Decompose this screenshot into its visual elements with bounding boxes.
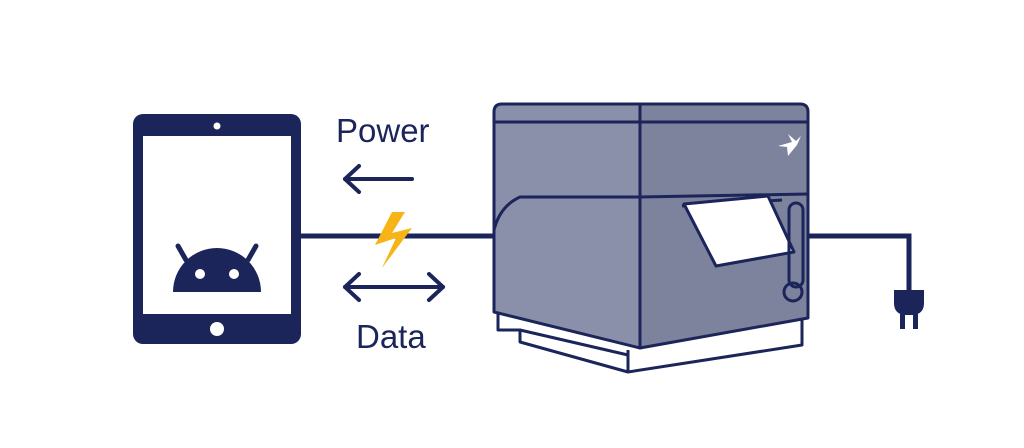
lightning-bolt-icon [375, 212, 412, 268]
tablet-camera [213, 122, 221, 130]
arrow-left-right-icon [343, 272, 445, 302]
receipt-paper [682, 194, 796, 268]
arrow-left-icon [343, 164, 414, 194]
tablet-home-button [210, 322, 224, 336]
power-plug-icon [894, 290, 924, 329]
printer-side-window [787, 201, 805, 289]
power-cord [806, 233, 912, 290]
printer-power-button [782, 281, 804, 303]
tablet-icon [133, 114, 301, 344]
printer-body-front [492, 102, 642, 350]
star-logo-icon [778, 134, 801, 156]
data-label: Data [356, 318, 426, 355]
android-icon [173, 243, 261, 292]
power-label: Power [336, 112, 430, 149]
receipt-printer-icon [492, 102, 810, 374]
